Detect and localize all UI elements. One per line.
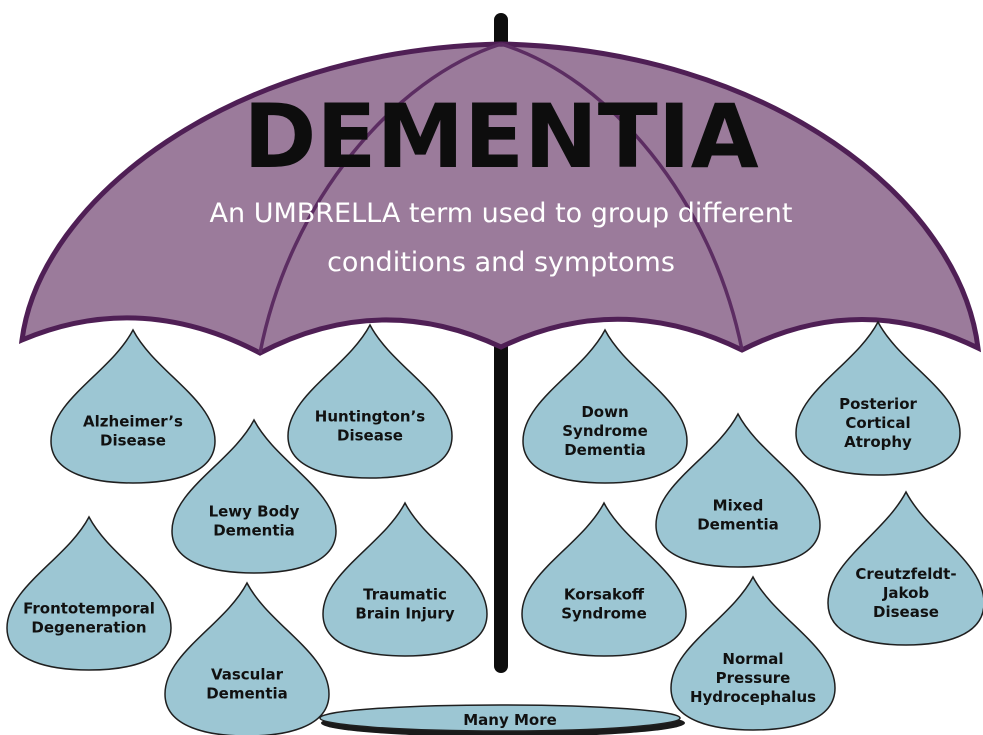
- raindrop-label-line: Degeneration: [31, 618, 146, 636]
- raindrop-label-line: Alzheimer’s: [83, 412, 183, 430]
- raindrop-label-line: Atrophy: [844, 433, 912, 451]
- raindrop-label-line: Lewy Body: [209, 502, 300, 520]
- raindrop-label-line: Traumatic: [363, 585, 447, 603]
- raindrop-label-line: Down: [581, 403, 628, 421]
- raindrop-label-line: Huntington’s: [315, 407, 425, 425]
- raindrop-shape: [7, 517, 171, 670]
- raindrop-shape: [51, 330, 215, 483]
- raindrop-shape: [323, 503, 487, 656]
- raindrop-label-line: Mixed: [713, 496, 764, 514]
- raindrop-label-line: Dementia: [697, 515, 779, 533]
- raindrop-label-line: Creutzfeldt-: [855, 565, 956, 583]
- raindrop-shape: [165, 583, 329, 735]
- raindrop-label-line: Dementia: [213, 521, 295, 539]
- diagram-subtitle-line-1: An UMBRELLA term used to group different: [210, 198, 793, 229]
- raindrop-label-line: Hydrocephalus: [690, 688, 816, 706]
- puddle: Many More: [320, 705, 685, 735]
- raindrop-label-line: Normal: [722, 650, 783, 668]
- raindrop-label-line: Posterior: [839, 395, 917, 413]
- raindrop-label-line: Dementia: [206, 684, 288, 702]
- raindrop-label-line: Disease: [873, 603, 939, 621]
- raindrop-label-line: Frontotemporal: [23, 599, 155, 617]
- puddle-label: Many More: [463, 711, 557, 729]
- raindrop-label-line: Dementia: [564, 441, 646, 459]
- diagram-subtitle-line-2: conditions and symptoms: [327, 247, 675, 278]
- raindrop-label-line: Korsakoff: [564, 585, 645, 603]
- raindrop-label-line: Cortical: [845, 414, 910, 432]
- diagram-title: DEMENTIA: [243, 85, 758, 188]
- raindrop-shape: [288, 325, 452, 478]
- raindrop-label-line: Disease: [337, 426, 403, 444]
- raindrop-label-line: Jakob: [882, 584, 930, 602]
- raindrop-label-line: Pressure: [716, 669, 791, 687]
- raindrop-label-line: Syndrome: [561, 604, 647, 622]
- raindrop-label-line: Vascular: [211, 665, 284, 683]
- raindrop-label-line: Syndrome: [562, 422, 648, 440]
- raindrop-label-line: Brain Injury: [355, 604, 454, 622]
- raindrop-label-line: Disease: [100, 431, 166, 449]
